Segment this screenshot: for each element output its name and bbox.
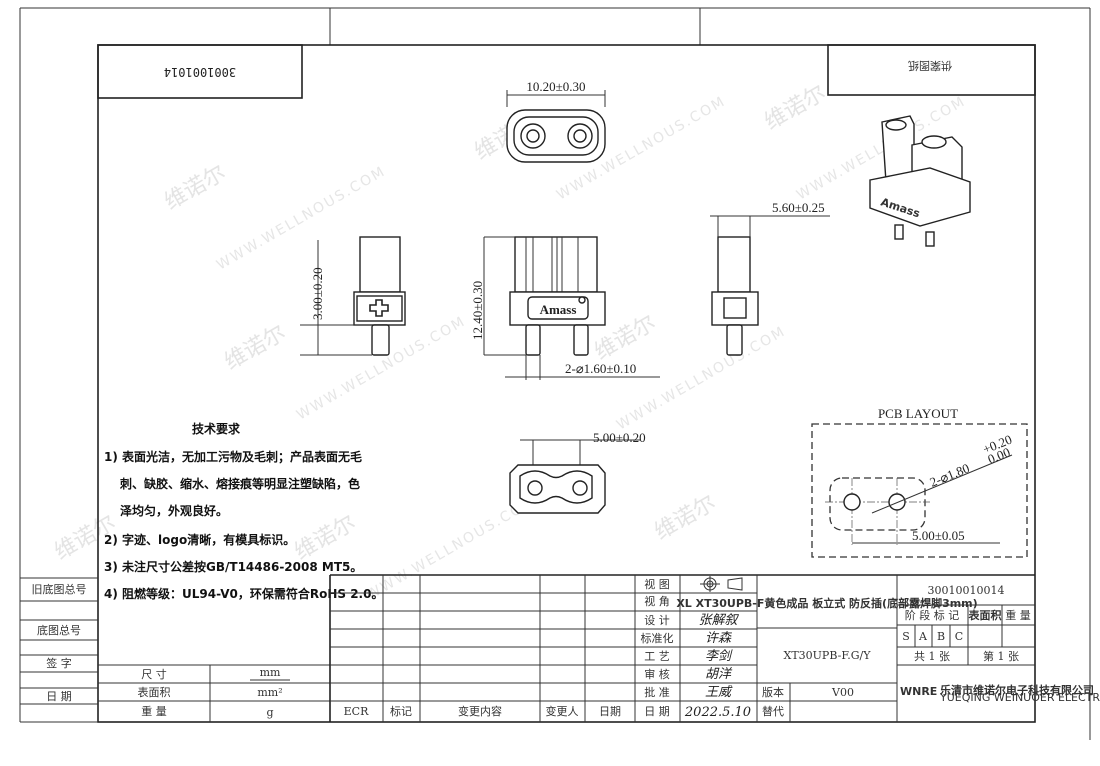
- approval-block: 视 图 视 角 设 计 标准化 工 艺 审 核 批 准 日 期 张解叙 许森 李…: [635, 575, 758, 722]
- isometric-view: Amass: [869, 115, 971, 247]
- signature-standard: 许森: [705, 631, 733, 646]
- projection-symbol-icon: [700, 576, 743, 592]
- drawing-number-box: [97, 44, 303, 99]
- front-view: Amass 12.40±0.30 2-⌀1.60±0.10: [470, 236, 660, 380]
- units-table: 尺 寸 mm 表面积 mm² 重 量 g: [98, 664, 330, 722]
- logo-amass: Amass: [540, 302, 577, 317]
- sheet-number: 第 1 张: [983, 649, 1019, 663]
- inner-frame: [97, 44, 1036, 723]
- stamp-box: [827, 44, 1036, 96]
- requirement-line: 1) 表面光洁，无加工污物及毛刺；产品表面无毛: [104, 449, 362, 464]
- pcb-hole-diameter: 2-⌀1.80: [928, 460, 972, 489]
- rev-header-mark: 标记: [390, 704, 412, 718]
- watermark-url: WWW.WELLNOUS.COM: [364, 493, 539, 603]
- rev-header-date: 日期: [599, 705, 621, 718]
- surface-unit: mm²: [257, 686, 282, 699]
- pcb-pitch: 5.00±0.05: [912, 528, 965, 543]
- signature-review: 胡洋: [705, 667, 733, 682]
- label-process: 工 艺: [644, 650, 670, 663]
- drawing-no-label: 底图总号: [37, 623, 81, 637]
- title-block: XL XT30UPB-F黄色成品 板立式 防反插(底部露焊脚3mm) XT30U…: [676, 575, 1100, 722]
- label-view: 视 图: [644, 577, 670, 591]
- label-standard: 标准化: [641, 631, 674, 645]
- right-side-view: 5.60±0.25: [710, 200, 830, 356]
- stage-c: C: [955, 630, 963, 643]
- dim-side-pin-length: 3.00±0.20: [310, 267, 325, 320]
- left-side-table: 旧底图总号 底图总号 签 字 日 期: [20, 577, 98, 723]
- company-name-en: YUEQING WEINUOER ELECTRONIC TECHNOLOGY C…: [939, 691, 1100, 704]
- total-sheets: 共 1 张: [914, 650, 950, 663]
- weight-label: 重 量: [141, 704, 167, 718]
- bottom-view: 5.00±0.20: [509, 430, 646, 514]
- signature-process: 李剑: [705, 648, 733, 664]
- requirement-line: 刺、缺胶、缩水、熔接痕等明显注塑缺陷，色: [119, 476, 360, 491]
- company-name-cn: 乐清市维诺尔电子科技有限公司: [940, 683, 1094, 697]
- surface-label: 表面积: [138, 685, 171, 699]
- stamp-text: 供案图纸: [908, 59, 952, 73]
- requirement-line: 2) 字迹、logo清晰，有模具标识。: [104, 532, 295, 547]
- top-view: 10.20±0.30: [506, 79, 606, 163]
- watermark-cn: 维诺尔: [221, 321, 291, 376]
- watermark-cn: 维诺尔: [651, 491, 721, 546]
- label-design: 设 计: [644, 614, 670, 627]
- part-number: 30010010014: [928, 584, 1005, 597]
- product-name: XL XT30UPB-F黄色成品 板立式 防反插(底部露焊脚3mm): [676, 596, 977, 610]
- watermarks: 维诺尔 WWW.WELLNOUS.COM 维诺尔 WWW.WELLNOUS.CO…: [51, 81, 969, 604]
- version-label: 版本: [762, 685, 784, 699]
- watermark-cn: 维诺尔: [291, 511, 361, 566]
- old-drawing-no-label: 旧底图总号: [32, 582, 87, 596]
- watermark-cn: 维诺尔: [161, 161, 231, 216]
- model-number: XT30UPB-F.G/Y: [783, 649, 871, 662]
- technical-requirements: 技术要求 1) 表面光洁，无加工污物及毛刺；产品表面无毛 刺、缺胶、缩水、熔接痕…: [104, 421, 383, 601]
- left-side-view: 3.00±0.20: [300, 236, 406, 356]
- requirement-line: 3) 未注尺寸公差按GB/T14486-2008 MT5。: [104, 559, 362, 574]
- requirement-line: 4) 阻燃等级：UL94-V0，环保需符合RoHS 2.0。: [104, 586, 383, 601]
- dim-top-width: 10.20±0.30: [526, 79, 585, 94]
- stage-s: S: [902, 630, 910, 643]
- requirements-title: 技术要求: [192, 421, 241, 436]
- watermark-cn: 维诺尔: [761, 81, 831, 136]
- rev-header-ecr: ECR: [344, 705, 369, 718]
- pcb-layout-title: PCB LAYOUT: [878, 406, 958, 421]
- company-logo: WNRE: [900, 685, 937, 698]
- signature-date: 2022.5.10: [684, 705, 751, 720]
- revision-table: ECR 标记 变更内容 变更人 日期: [329, 574, 1035, 722]
- date-label: 日 期: [46, 690, 72, 703]
- surface-label: 表面积: [968, 608, 1002, 622]
- label-approve: 批 准: [644, 685, 670, 699]
- signature-label: 签 字: [46, 656, 72, 670]
- rev-header-person: 变更人: [546, 704, 579, 718]
- weight-unit: g: [266, 706, 273, 719]
- pcb-layout: PCB LAYOUT 2-⌀1.80 +0.20 0.00 5.00±0.05: [811, 406, 1028, 558]
- label-date: 日 期: [644, 705, 670, 718]
- label-review: 审 核: [644, 667, 670, 681]
- dim-pin-diameter: 2-⌀1.60±0.10: [565, 361, 636, 376]
- stage-a: A: [918, 630, 928, 643]
- stage-b: B: [937, 630, 945, 643]
- weight-label: 重 量: [1005, 608, 1031, 622]
- dim-front-height: 12.40±0.30: [470, 281, 485, 340]
- stage-label: 阶 段 标 记: [905, 608, 960, 622]
- signature-approve: 王威: [705, 685, 733, 700]
- requirement-line: 泽均匀，外观良好。: [120, 503, 228, 518]
- version-value: V00: [831, 686, 854, 699]
- signature-design: 张解叙: [698, 613, 739, 628]
- size-unit: mm: [260, 666, 281, 679]
- dim-bottom-pitch: 5.00±0.20: [593, 430, 646, 445]
- drawing-number-mirrored: 3001001014: [164, 65, 236, 79]
- rev-header-content: 变更内容: [458, 704, 502, 718]
- label-angle: 视 角: [644, 594, 670, 608]
- replace-label: 替代: [762, 704, 784, 718]
- size-label: 尺 寸: [141, 667, 167, 681]
- dim-right-depth: 5.60±0.25: [772, 200, 825, 215]
